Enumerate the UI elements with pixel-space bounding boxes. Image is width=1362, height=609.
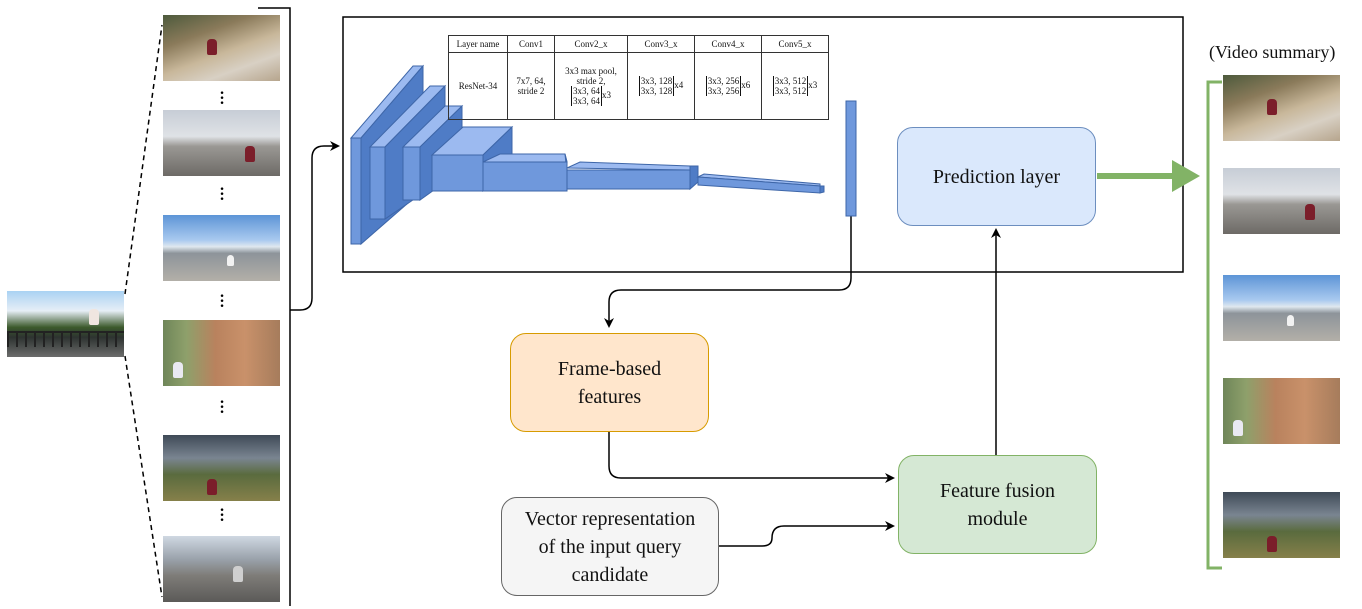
frame-features-box: Frame-based features <box>510 333 709 432</box>
dashed-link-bottom <box>124 355 163 598</box>
ellipsis-dots-1: ··· <box>219 85 225 112</box>
summary-thumbnail-5 <box>1223 492 1340 558</box>
conv1-cell: 7x7, 64, stride 2 <box>507 52 555 120</box>
label-line: Feature fusion <box>940 479 1055 502</box>
query-vector-box: Vector representation of the input query… <box>501 497 719 596</box>
matrix-line: 3x3, 64 <box>573 96 600 106</box>
table-header: Layer name <box>448 35 508 53</box>
arrow-prediction-to-summary-head <box>1172 160 1200 192</box>
conv3-matrix: 3x3, 128 3x3, 128 <box>638 76 675 96</box>
conv4-multiplier: x6 <box>741 80 751 91</box>
label-line: candidate <box>571 563 649 586</box>
conv5-multiplier: x3 <box>808 80 818 91</box>
arrow-cnn-to-frame-features <box>604 215 852 328</box>
cnn-block-6 <box>566 161 699 191</box>
frame-features-label: Frame-based features <box>558 355 661 411</box>
conv4-matrix: 3x3, 256 3x3, 256 <box>705 76 742 96</box>
summary-thumbnail-4 <box>1223 378 1340 444</box>
feature-vector-bar <box>845 100 857 217</box>
ellipsis-dots-3: ··· <box>219 288 225 315</box>
person-figure <box>173 362 183 378</box>
matrix-line: 3x3, 256 <box>707 76 740 86</box>
ellipsis-dots-4: ··· <box>219 394 225 421</box>
table-header: Conv4_x <box>694 35 762 53</box>
person-figure <box>1305 204 1315 220</box>
table-row-label: ResNet-34 <box>448 52 508 120</box>
person-figure <box>245 146 255 162</box>
label-line: module <box>967 507 1028 530</box>
fence-shape <box>7 331 124 347</box>
conv2-multiplier: x3 <box>602 90 611 101</box>
query-vector-label: Vector representation of the input query… <box>525 505 695 589</box>
cnn-block-7 <box>696 173 825 194</box>
person-figure <box>227 255 234 266</box>
conv3-cell: 3x3, 128 3x3, 128 x4 <box>627 52 695 120</box>
matrix-line: 3x3, 64 <box>573 86 600 96</box>
arrow-query-to-fusion <box>719 521 895 547</box>
person-figure <box>233 566 243 582</box>
summary-bracket <box>1206 80 1222 570</box>
feature-fusion-label: Feature fusion module <box>940 477 1055 533</box>
matrix-line: 3x3, 256 <box>707 86 740 96</box>
conv2-pre-line: 3x3 max pool, <box>565 66 617 76</box>
person-figure <box>1287 315 1294 326</box>
dashed-link-top <box>124 24 163 295</box>
person-figure <box>207 479 217 495</box>
person-figure <box>89 309 99 325</box>
frame-thumbnail-2 <box>163 110 280 176</box>
summary-thumbnail-2 <box>1223 168 1340 234</box>
arrow-frame-features-to-fusion <box>608 432 895 483</box>
frame-thumbnail-3 <box>163 215 280 281</box>
prediction-layer-box: Prediction layer <box>897 127 1096 226</box>
person-figure <box>1233 420 1243 436</box>
person-figure <box>1267 99 1277 115</box>
ellipsis-dots-5: ··· <box>219 502 225 529</box>
frames-bracket <box>258 7 291 606</box>
matrix-line: 3x3, 128 <box>640 76 673 86</box>
label-line: Vector representation <box>524 507 696 530</box>
label-line: of the input query <box>538 535 682 558</box>
table-header: Conv2_x <box>554 35 628 53</box>
matrix-line: 3x3, 128 <box>640 86 673 96</box>
person-figure <box>1267 536 1277 552</box>
conv2-cell: 3x3 max pool, stride 2, 3x3, 64 3x3, 64 … <box>554 52 628 120</box>
cnn-block-5 <box>482 153 568 192</box>
label-line: Frame-based <box>557 357 662 380</box>
feature-fusion-box: Feature fusion module <box>898 455 1097 554</box>
conv5-cell: 3x3, 512 3x3, 512 x3 <box>761 52 829 120</box>
summary-thumbnail-3 <box>1223 275 1340 341</box>
conv1-line: 7x7, 64, <box>516 76 546 86</box>
conv5-matrix: 3x3, 512 3x3, 512 <box>772 76 809 96</box>
prediction-layer-label: Prediction layer <box>932 165 1061 188</box>
matrix-line: 3x3, 512 <box>774 86 807 96</box>
frame-thumbnail-6 <box>163 536 280 602</box>
person-figure <box>207 39 217 55</box>
cnn-panel <box>342 16 1184 273</box>
input-video-frame <box>7 291 124 357</box>
conv2-pre-line: stride 2, <box>576 76 606 86</box>
conv2-matrix: 3x3, 64 3x3, 64 <box>571 86 602 106</box>
video-summary-label: (Video summary) <box>1209 42 1336 62</box>
conv3-multiplier: x4 <box>674 80 684 91</box>
conv4-cell: 3x3, 256 3x3, 256 x6 <box>694 52 762 120</box>
resnet-table: Layer name Conv1 Conv2_x Conv3_x Conv4_x… <box>448 35 829 120</box>
frame-thumbnail-4 <box>163 320 280 386</box>
conv1-line: stride 2 <box>517 86 545 96</box>
ellipsis-dots-2: ··· <box>219 181 225 208</box>
table-header: Conv5_x <box>761 35 829 53</box>
summary-thumbnail-1 <box>1223 75 1340 141</box>
frame-thumbnail-5 <box>163 435 280 501</box>
matrix-line: 3x3, 512 <box>774 76 807 86</box>
arrow-frames-to-cnn <box>290 141 340 311</box>
label-line: features <box>577 385 642 408</box>
frame-thumbnail-1 <box>163 15 280 81</box>
table-header: Conv1 <box>507 35 555 53</box>
table-header: Conv3_x <box>627 35 695 53</box>
